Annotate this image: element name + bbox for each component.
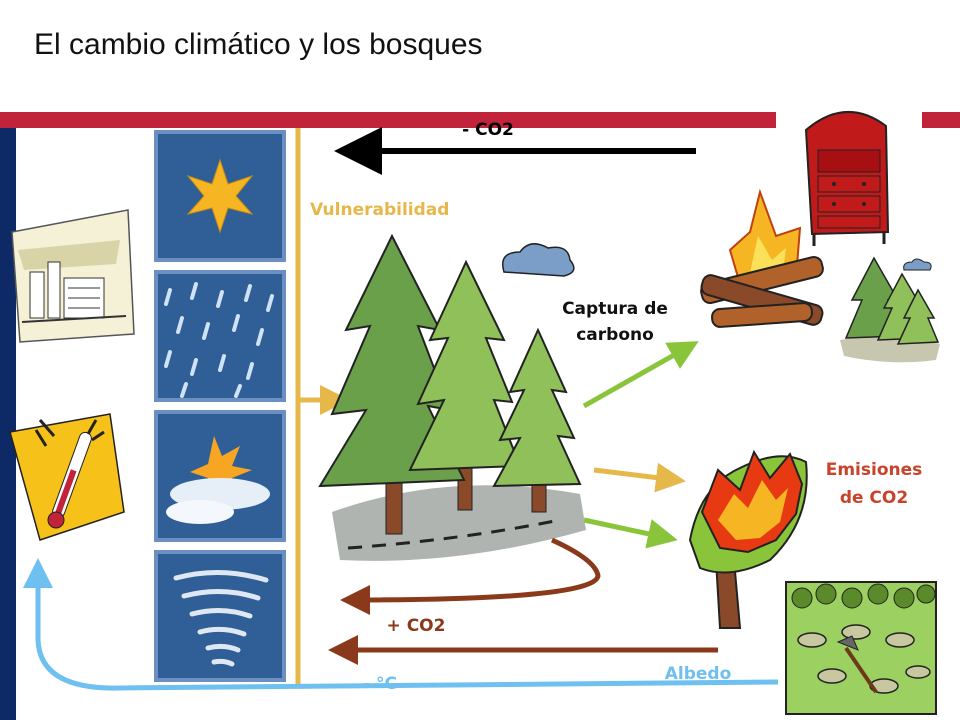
forest-icon [318,233,586,561]
page-title: El cambio climático y los bosques [34,28,483,61]
emisiones-label: Emisiones de CO2 [825,460,923,508]
thermometer-icon [9,413,125,541]
campfire-icon [700,188,824,328]
cloud-icon [502,243,575,277]
storm-icon [154,410,286,542]
albedo-label: Albedo [664,664,732,684]
side-bar [0,128,16,720]
factory-icon [11,209,135,343]
emissions-arrow [593,462,686,493]
rain-icon [154,270,286,402]
temperature-label: - °C [363,674,397,694]
carbon-capture-arrow [582,341,699,409]
albedo-arrow [23,558,779,691]
furniture-icon [804,111,890,246]
pine-trees-icon [840,256,940,363]
tornado-icon [154,550,286,682]
forest-emission-arrow [340,537,601,615]
co2-plus-label: + CO2 [386,616,446,636]
header-bar [0,112,960,128]
burning-green-arrow [583,517,678,549]
burning-tree-icon [688,449,808,629]
captura-label: Captura de carbono [562,299,668,345]
deforestation-icon [785,581,937,715]
sun-icon [154,130,286,262]
co2-minus-label: - CO2 [462,120,514,140]
vulnerabilidad-label: Vulnerabilidad [310,200,450,220]
